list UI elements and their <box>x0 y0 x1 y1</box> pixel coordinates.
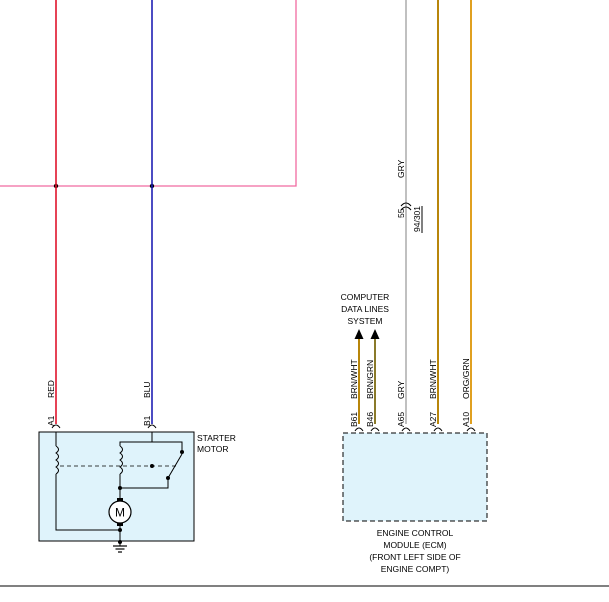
data-lines-label-line2: DATA LINES <box>341 304 389 314</box>
connector-mark-b1 <box>147 424 157 429</box>
pink-circuit <box>0 0 297 189</box>
red-wire-label: RED <box>46 380 56 398</box>
junction-dot-3 <box>118 528 122 532</box>
ecm-wire-label-b46: BRN/GRN <box>365 360 375 399</box>
ecm-wire-label-b61: BRN/WHT <box>349 359 359 399</box>
switch-contact-bottom <box>166 476 170 480</box>
starter-motor-label-line1: STARTER <box>197 433 236 443</box>
motor-brush-top <box>117 498 123 501</box>
ecm-label-line2: MODULE (ECM) <box>383 540 446 550</box>
starter-motor-label-line2: MOTOR <box>197 444 228 454</box>
motor-brush-bottom <box>117 523 123 526</box>
connector-id-94-301: 94/301 <box>412 206 422 232</box>
ecm-wire-label-a65: GRY <box>396 380 406 399</box>
ecm-pin-a10: A10 <box>461 412 471 427</box>
arrow-up-icon-b46 <box>370 329 380 339</box>
ground-icon <box>113 545 127 553</box>
ecm-pin-b46: B46 <box>365 412 375 427</box>
ground-dot <box>118 540 122 544</box>
gry-wire-label-upper: GRY <box>396 159 406 178</box>
ecm-pin-a65: A65 <box>396 412 406 427</box>
connector-pin-55: 55 <box>396 208 406 218</box>
motor-symbol-label: M <box>115 506 125 520</box>
ecm-label-line1: ENGINE CONTROL <box>377 528 454 538</box>
ecm-connector-marks <box>354 427 476 432</box>
ecm-pin-b61: B61 <box>349 412 359 427</box>
inline-connector-icon <box>400 202 412 211</box>
blu-wire-label: BLU <box>142 381 152 398</box>
data-lines-label-line1: COMPUTER <box>341 292 390 302</box>
junction-dot-2 <box>118 486 122 490</box>
switch-contact-top <box>180 450 184 454</box>
ecm-label-line4: ENGINE COMPT) <box>381 564 450 574</box>
ecm-wire-label-a10: ORG/GRN <box>461 358 471 399</box>
pin-a1-label: A1 <box>46 415 56 426</box>
connector-mark-a1 <box>51 424 61 429</box>
junction-dot-1 <box>150 464 154 468</box>
pin-b1-label: B1 <box>142 415 152 426</box>
arrow-up-icon-b61 <box>354 329 364 339</box>
pink-wire <box>0 0 297 187</box>
ecm-pin-a27: A27 <box>428 412 438 427</box>
starter-motor: M <box>38 431 195 553</box>
starter-motor-box <box>38 431 195 542</box>
data-lines-label-line3: SYSTEM <box>348 316 383 326</box>
ecm-wire-label-a27: BRN/WHT <box>428 359 438 399</box>
ecm-box <box>342 432 488 522</box>
ecm-label-line3: (FRONT LEFT SIDE OF <box>369 552 460 562</box>
